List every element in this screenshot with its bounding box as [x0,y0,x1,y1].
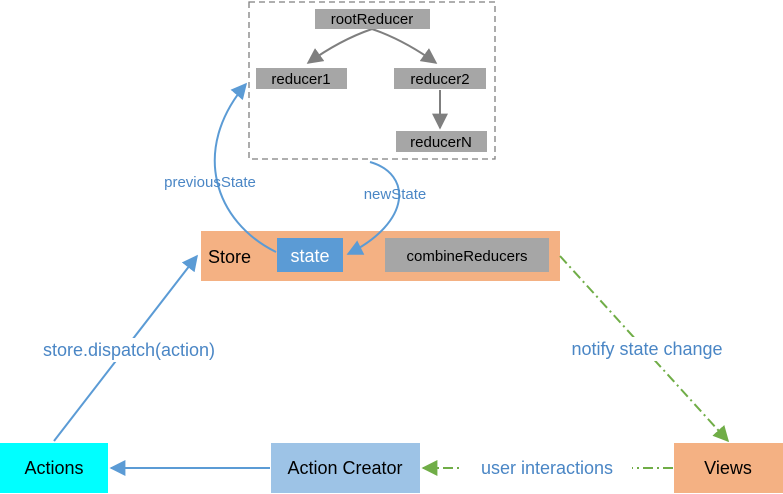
action-creator-label: Action Creator [287,458,402,478]
reducerN-label: reducerN [410,134,472,151]
views-label: Views [704,458,752,478]
reducer-tree-container [248,1,496,160]
notify-label-bg [556,337,738,361]
user-label-bg [462,456,632,480]
new-state-label: newState [364,186,427,203]
action-creator-node: Action Creator [271,443,420,493]
user-interactions-label: user interactions [481,458,613,478]
edge-new-state [346,161,401,255]
root-reducer-label: rootReducer [331,11,414,28]
views-node: Views [674,443,783,493]
edge-previous-state [213,82,277,253]
edge-root-to-reducer1 [306,28,373,64]
reducer2-node: reducer2 [394,68,486,89]
reducer1-label: reducer1 [271,71,330,88]
state-label: state [290,246,329,266]
state-node [277,238,343,272]
reducerN-node: reducerN [396,131,487,152]
combine-reducers-label: combineReducers [407,248,528,265]
actions-node: Actions [0,443,108,493]
dispatch-label: store.dispatch(action) [43,340,215,360]
reducer1-node: reducer1 [256,68,347,89]
reducer2-label: reducer2 [410,71,469,88]
store-label: Store [208,247,251,267]
root-reducer-node: rootReducer [315,9,430,29]
previous-state-label: previousState [164,174,256,191]
edge-root-to-reducer2 [371,28,438,64]
actions-label: Actions [24,458,83,478]
combine-reducers-node [385,238,549,272]
notify-label: notify state change [571,339,722,359]
dispatch-label-bg [22,338,236,362]
